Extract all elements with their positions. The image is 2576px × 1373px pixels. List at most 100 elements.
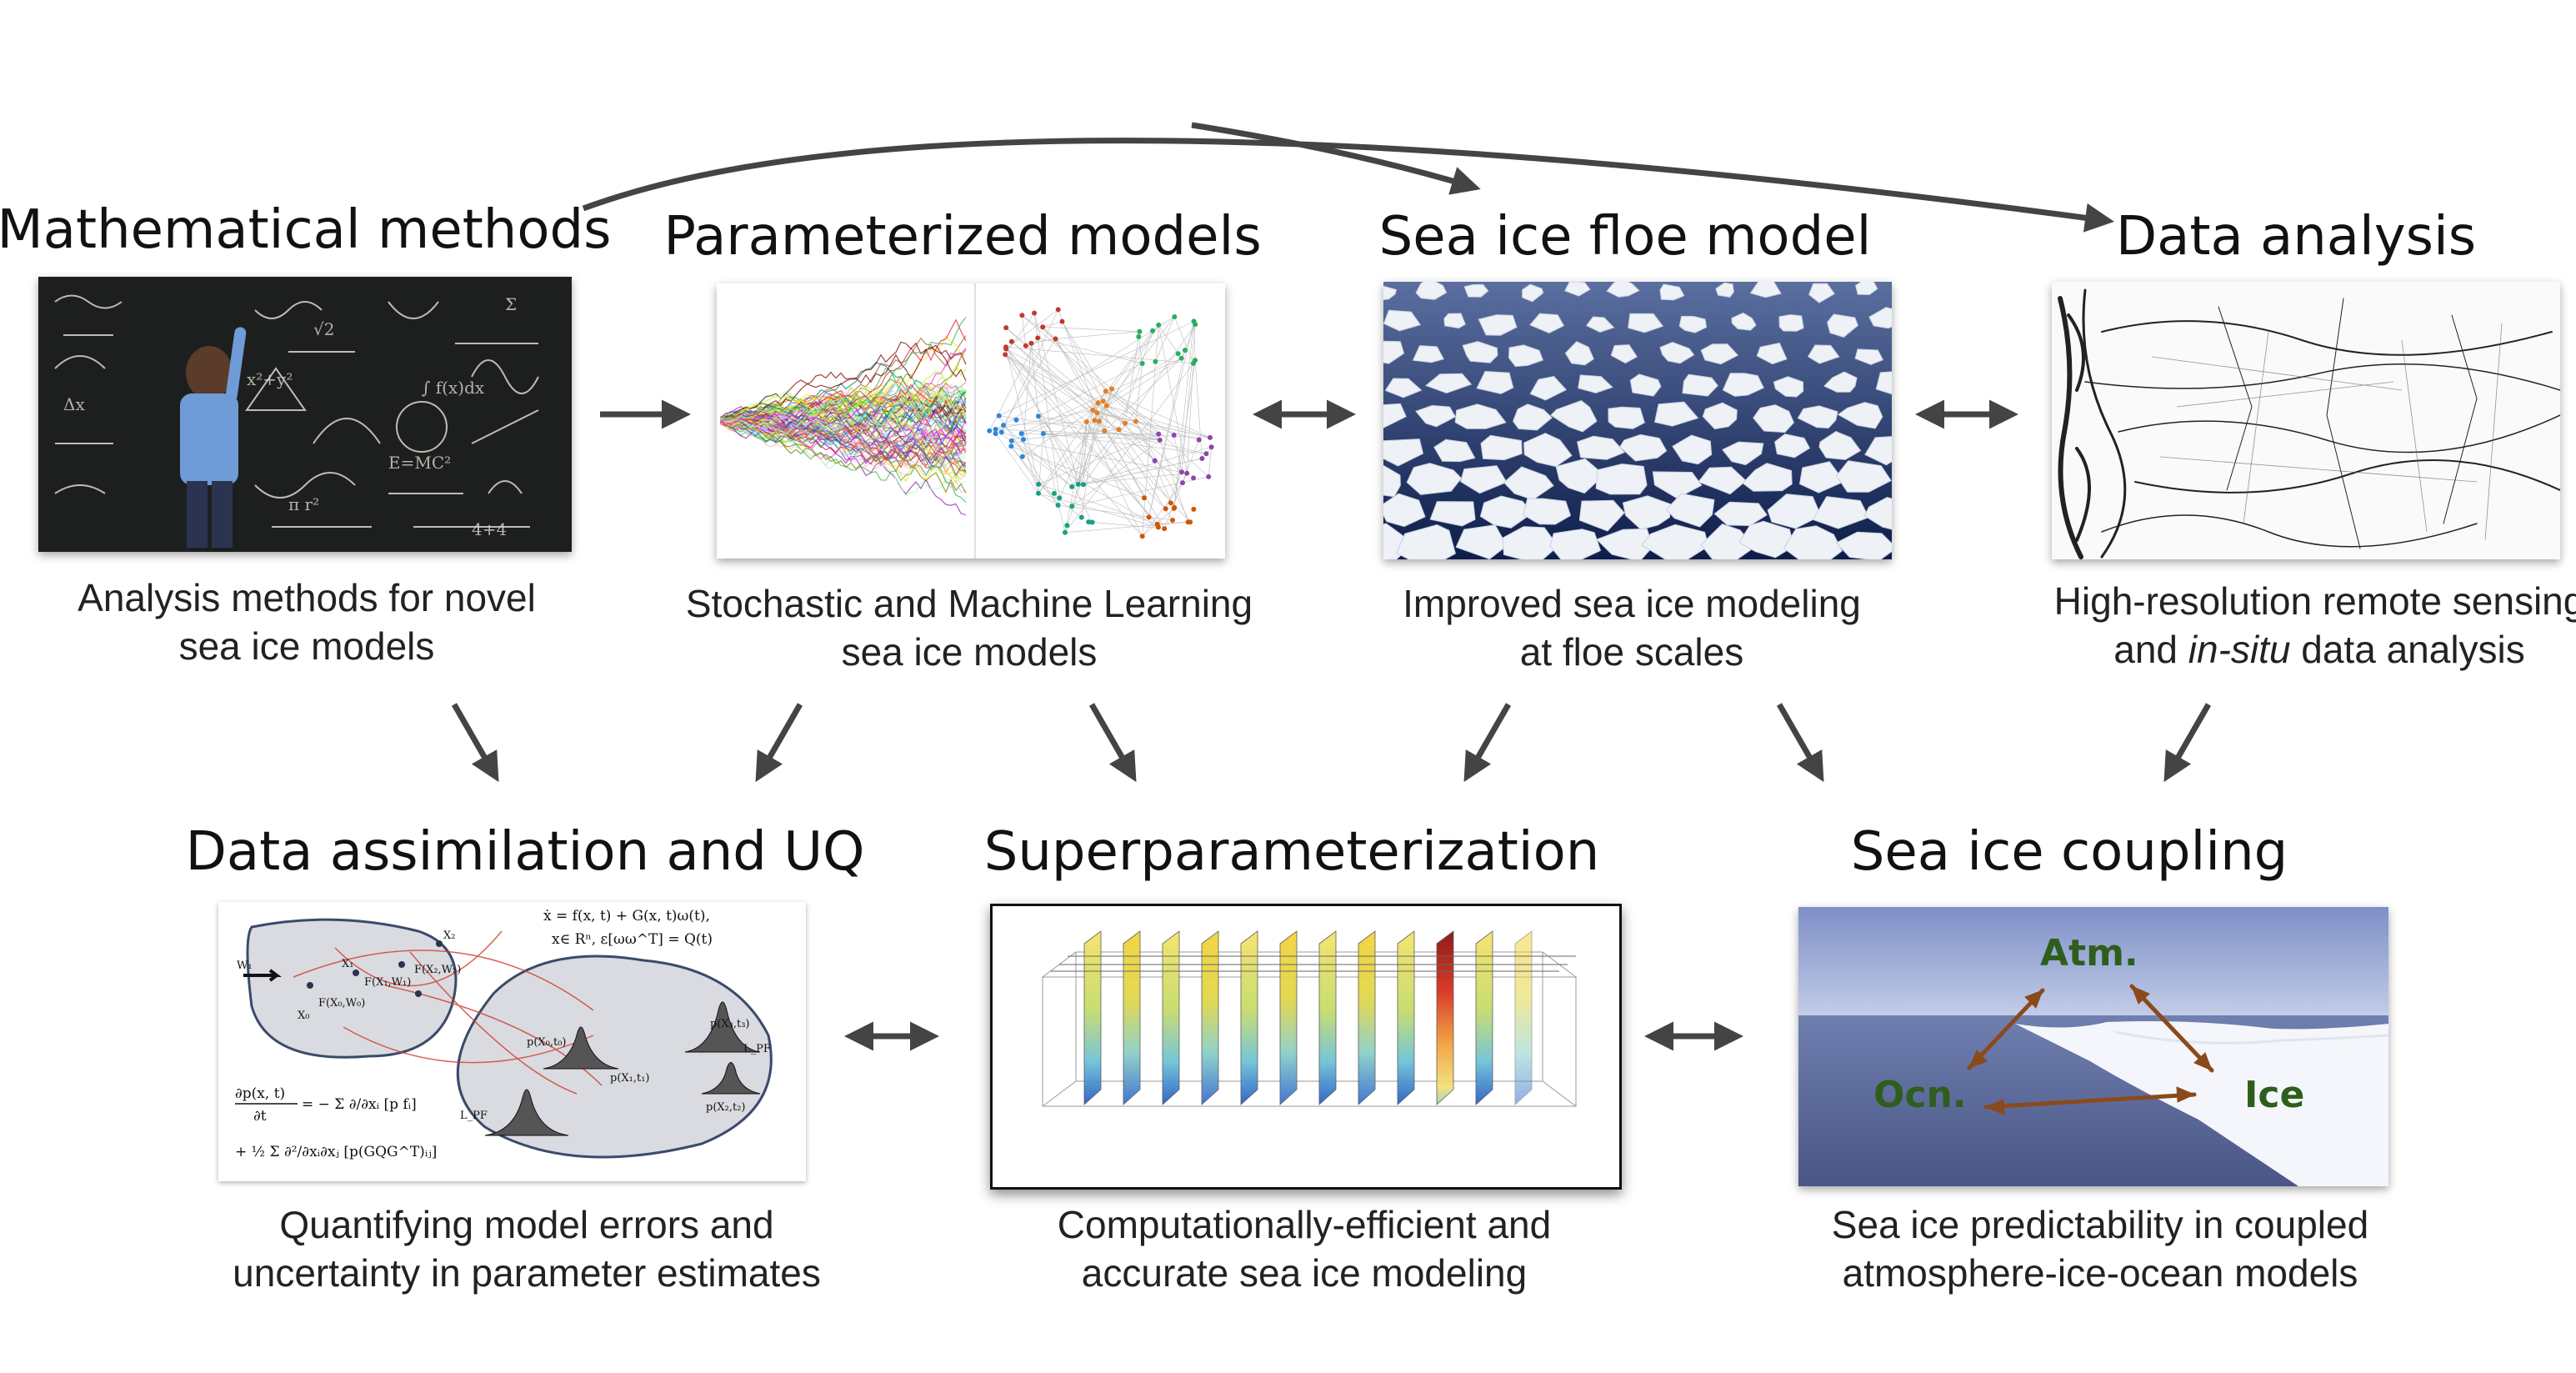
graph-node [1001, 423, 1007, 428]
ice-floe [1383, 285, 1398, 300]
graph-edge [1072, 429, 1119, 488]
ice-floe [1629, 373, 1662, 397]
diag-arrow [1088, 703, 1137, 783]
graph-edge [1006, 327, 1183, 473]
graph-edge [1093, 330, 1153, 411]
graph-edge [1105, 391, 1160, 441]
graph-node [1136, 333, 1142, 339]
graph-node [1196, 437, 1202, 443]
ice-floe [1659, 341, 1695, 364]
lpf-label: L_PF [743, 1043, 771, 1055]
caption-line-2: at floe scales [1519, 630, 1744, 674]
slice [1475, 930, 1493, 1105]
ice-floe [1738, 520, 1794, 559]
graph-node [1168, 500, 1173, 506]
ice-floe [1555, 458, 1601, 494]
title-sea-ice-coupling: Sea ice coupling [1850, 821, 2288, 883]
caption-line-1: Sea ice predictability in coupled [1831, 1203, 2369, 1246]
ice-floe [1443, 313, 1466, 329]
sample-path [720, 396, 967, 427]
graph-node [1179, 469, 1184, 475]
ice-floe [1641, 524, 1709, 559]
graph-node [1036, 490, 1041, 496]
graph-node [1191, 475, 1196, 481]
ice-floe [1700, 524, 1756, 559]
graph-edge [1062, 321, 1104, 402]
graph-node [1053, 336, 1058, 342]
svg-text:∫ f(x)dx: ∫ f(x)dx [422, 378, 485, 398]
graph-edge [1021, 433, 1039, 494]
graph-edge [1058, 504, 1173, 521]
title-data-assimilation: Data assimilation and UQ [185, 821, 865, 883]
ice-floe [1868, 307, 1892, 329]
ice-floe [1774, 433, 1811, 459]
graph-edge [1022, 315, 1027, 346]
graph-node [1036, 413, 1041, 419]
graph-node [1157, 437, 1163, 443]
graph-node [1064, 523, 1070, 529]
graph-edge [1033, 313, 1060, 499]
slice [1318, 930, 1337, 1105]
ice-floe [1595, 463, 1648, 495]
ice-floe [1672, 434, 1713, 465]
graph-node [1137, 328, 1143, 334]
graph-edge [1004, 354, 1088, 423]
ice-floe [1749, 282, 1782, 298]
graph-edge [1011, 341, 1155, 461]
graph-edge [1072, 421, 1100, 507]
graph-edge [1055, 331, 1140, 339]
node-label: X₂ [443, 930, 455, 942]
ice-floe [1778, 313, 1804, 332]
graph-edge [1005, 346, 1158, 524]
graph-node [1154, 521, 1160, 527]
graph-edge [1005, 354, 1119, 430]
ice-floe [1523, 433, 1573, 468]
graph-node [1208, 434, 1213, 440]
graph-node [1171, 433, 1177, 438]
graph-edge [1022, 315, 1159, 434]
slice [1397, 930, 1415, 1105]
graph-node [998, 429, 1004, 435]
graph-node [1057, 495, 1063, 501]
ice-floe [1406, 463, 1463, 495]
ice-floe [1678, 315, 1708, 333]
ice-floe [1415, 282, 1448, 300]
graph-edge [1097, 412, 1211, 438]
graph-edge [1033, 313, 1079, 484]
caption-data-assimilation: Quantifying model errors and uncertainty… [233, 1200, 821, 1297]
ice-floe [1478, 314, 1518, 336]
graph-node [1095, 400, 1101, 406]
ice-floe [1722, 373, 1764, 397]
graph-node [1023, 343, 1028, 348]
ice-floes [1383, 282, 1892, 559]
ice-floe [1742, 463, 1793, 492]
ice-floe [1619, 433, 1668, 462]
graph-node [1028, 340, 1034, 346]
graph-edge [1022, 315, 1056, 339]
equation-3-denominator: ∂t [253, 1108, 267, 1125]
node-label: F(X₀,W₀) [318, 997, 365, 1010]
graph-node [1052, 490, 1057, 496]
graph-node [1178, 355, 1184, 361]
graph-node [1008, 438, 1014, 443]
graph-node [1069, 504, 1075, 509]
ice-floe [1798, 461, 1845, 494]
graph-node [1170, 518, 1175, 523]
caption-superparameterization: Computationally-efficient and accurate s… [1058, 1200, 1551, 1297]
arc-branch-arrow [1191, 122, 1481, 195]
caption-line-1: Computationally-efficient and [1057, 1203, 1552, 1246]
title-data-analysis: Data analysis [2115, 206, 2477, 268]
graph-node [1019, 453, 1025, 459]
sample-path [720, 406, 967, 448]
graph-edge [1004, 354, 1158, 524]
slice [1201, 930, 1219, 1105]
ice-floe [1455, 524, 1508, 559]
caption-line-2: sea ice models [178, 624, 435, 668]
graph-node [1021, 437, 1026, 443]
sample-path [720, 409, 967, 477]
graph-edge [1105, 391, 1211, 438]
graph-node [1133, 418, 1138, 424]
w1-label: W₁ [237, 960, 253, 972]
graph-edge [1064, 388, 1113, 533]
atm-label: Atm. [2040, 932, 2138, 975]
